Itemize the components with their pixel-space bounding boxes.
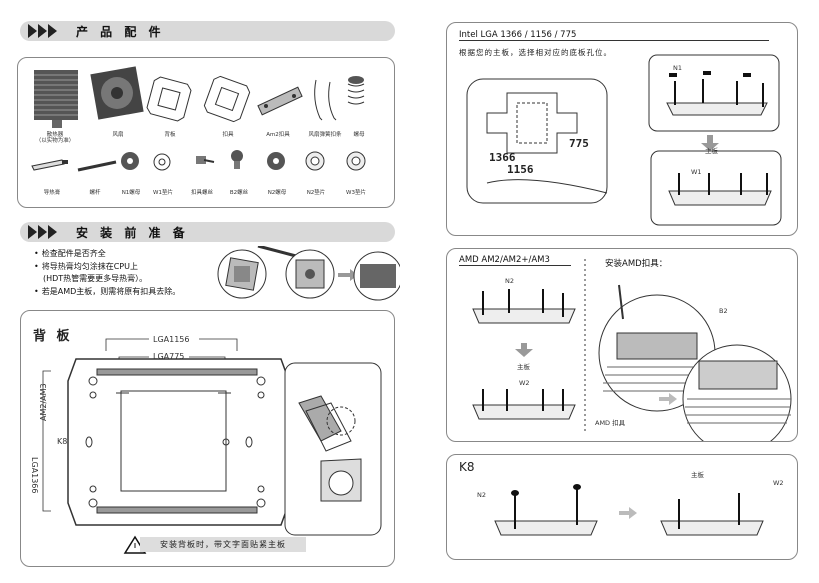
b2-label: B2 — [719, 307, 728, 315]
amd-clip-title: 安装AMD扣具： — [605, 259, 668, 269]
parts-header: 产 品 配 件 — [20, 21, 395, 41]
b2-screw-icon — [231, 150, 243, 169]
thermal-paste-icon — [31, 159, 68, 171]
part-label-n2-nut: N2螺母 — [267, 190, 287, 196]
part-label-fan-spring-clip: 风扇弹簧扣条 — [308, 132, 342, 138]
fan-icon — [90, 66, 144, 120]
n1-nut-icon — [121, 152, 139, 170]
part-label-heatsink: 散热器 （以实物为准） — [35, 132, 75, 144]
amd-step2 — [472, 389, 576, 420]
heatsink-icon — [34, 70, 78, 128]
clip-screw-icon — [196, 156, 215, 164]
parts-panel: 散热器 （以实物为准） 风扇 背板 扣具 Am2扣具 风扇弹簧扣条 螺母 导热膏… — [17, 57, 395, 208]
backplate-icon — [146, 76, 192, 122]
amd-clip-label: AMD 扣具 — [595, 419, 626, 427]
k8-title: K8 — [459, 460, 475, 474]
k8-step1 — [494, 484, 598, 536]
nut-icon — [347, 76, 365, 105]
part-label-n1-nut: N1螺母 — [121, 190, 141, 196]
n1-label: N1 — [673, 64, 682, 72]
am2-clip-icon — [257, 86, 303, 116]
socket-zoom — [466, 78, 608, 204]
intel-step1 — [648, 54, 780, 132]
prep-title: 安 装 前 准 备 — [76, 226, 189, 240]
lga1156-label: LGA1156 — [153, 335, 190, 344]
prep-step: 若是AMD主板，则需将原有扣具去除。 — [34, 286, 224, 299]
part-label-am2-clip: Am2扣具 — [266, 132, 290, 138]
label-1156: 1156 — [507, 163, 534, 176]
cpu-socket-icon — [217, 249, 267, 299]
intel-title: Intel LGA 1366 / 1156 / 775 — [459, 30, 769, 41]
board-label: 主板 — [517, 363, 530, 371]
backplate-shape — [67, 358, 290, 526]
n2-label: N2 — [505, 277, 514, 285]
board-label: 主板 — [705, 147, 718, 155]
prep-steps: 检查配件是否齐全 将导热膏均匀涂抹在CPU上 (HDT热管需要更多导热膏）。 若… — [34, 248, 224, 298]
prep-illustrations — [217, 246, 400, 301]
arrow-down-icon — [701, 135, 719, 151]
prep-step: 将导热膏均匀涂抹在CPU上 — [34, 261, 224, 274]
part-label-n2-washer: N2垫片 — [306, 190, 326, 196]
backplate-panel: 背 板 LGA1156 LGA775 AM2/AM3 LGA1366 K8 — [20, 310, 395, 567]
chevrons-icon — [28, 24, 57, 38]
intel-step2 — [650, 150, 782, 226]
cpu-with-paste-icon — [285, 249, 335, 299]
part-label-clip-screw: 扣具螺丝 — [190, 190, 213, 196]
n2-nut-icon — [267, 152, 285, 170]
arrow-right-icon — [659, 393, 677, 405]
part-label-clip: 扣具 — [222, 132, 234, 138]
intel-panel: Intel LGA 1366 / 1156 / 775 根据您的主板，选择相对应… — [446, 22, 798, 236]
part-label-w3-washer: W3垫片 — [346, 190, 366, 196]
amd-clip-zoom-2 — [682, 344, 792, 441]
intel-diagram — [466, 54, 782, 226]
part-label-backplate: 背板 — [164, 132, 176, 138]
clip-icon — [203, 75, 251, 123]
n2-washer-icon — [305, 151, 325, 171]
label-775: 775 — [569, 137, 589, 150]
w1-washer-icon — [153, 153, 171, 171]
backplate-warning: 安装背板时，带文字面贴紧主板 — [140, 537, 306, 552]
k8-label: K8 — [57, 437, 68, 446]
backplate-detail-zoom — [284, 362, 382, 536]
arrow-down-icon — [515, 343, 533, 357]
intel-subtitle: 根据您的主板，选择相对应的底板孔位。 — [459, 48, 612, 57]
amd-step1 — [472, 289, 576, 324]
k8-panel: K8 N2 主板 W2 — [446, 454, 798, 560]
k8-diagram — [494, 484, 764, 536]
w1-label: W1 — [691, 168, 702, 176]
w2-label: W2 — [519, 379, 530, 387]
part-label-screw-rod: 螺杆 — [89, 190, 101, 196]
amd-title: AMD AM2/AM2+/AM3 — [459, 255, 571, 266]
board-label: 主板 — [691, 471, 704, 479]
screw-rod-icon — [77, 160, 117, 172]
amd-panel: AMD AM2/AM2+/AM3 安装AMD扣具： N2 主板 W2 B2 AM… — [446, 248, 798, 442]
parts-illustrations — [31, 66, 366, 172]
part-label-b2-screw: B2螺丝 — [229, 190, 249, 196]
fan-spring-clip-icon — [314, 79, 337, 121]
amd-diagram — [472, 259, 792, 441]
n2-label: N2 — [477, 491, 486, 499]
k8-step2 — [660, 493, 764, 536]
heatsink-installed-icon — [353, 251, 400, 301]
backplate-title: 背 板 — [33, 329, 73, 344]
w2-label: W2 — [773, 479, 784, 487]
prep-header: 安 装 前 准 备 — [20, 222, 395, 242]
part-label-thermal-paste: 导热膏 — [43, 190, 61, 196]
prep-step: (HDT热管需要更多导热膏）。 — [43, 274, 148, 283]
part-label-nut: 螺母 — [353, 132, 365, 138]
arrow-icon — [338, 269, 358, 281]
thermal-paste-tube-icon — [257, 246, 297, 258]
parts-title: 产 品 配 件 — [76, 25, 165, 39]
backplate-diagram — [42, 338, 382, 554]
part-label-fan: 风扇 — [112, 132, 124, 138]
part-label-w1-washer: W1垫片 — [153, 190, 173, 196]
prep-step: 检查配件是否齐全 — [34, 248, 224, 261]
label-1366: 1366 — [489, 151, 516, 164]
lga775-label: LGA775 — [153, 352, 185, 361]
chevrons-icon — [28, 225, 57, 239]
arrow-right-icon — [619, 507, 637, 519]
w3-washer-icon — [346, 151, 366, 171]
